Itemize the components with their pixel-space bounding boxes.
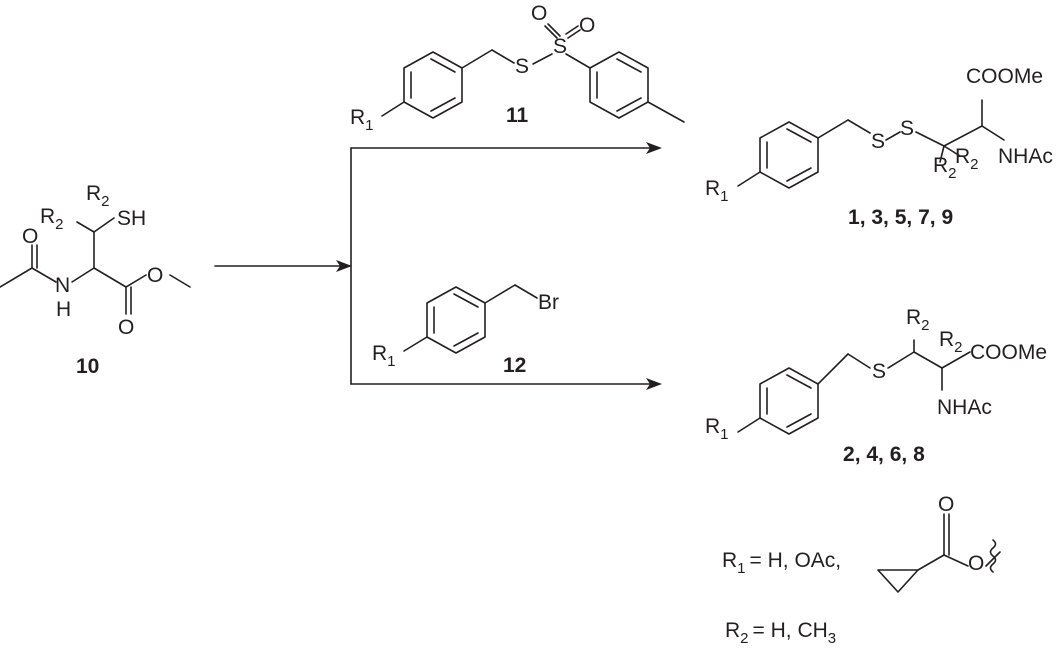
reagent-11-r1-label: R1 [350,106,374,134]
ester-carbonyl-oxygen-label: O [118,316,134,339]
disulfide-sulfur-2-label: S [900,117,914,140]
legend-ester-oxygen-label: O [968,552,984,575]
disulfide-compound-numbers: 1, 3, 5, 7, 9 [848,206,953,229]
thioether-sulfur-label: S [872,360,886,383]
carbonyl-oxygen-label: O [22,225,38,248]
reagent-11-number: 11 [506,104,529,127]
r2-top-label: R2 [86,182,110,210]
reagent-11-oxygen-right-label: O [579,14,595,37]
reagent-12-r1-label: R1 [372,342,396,370]
reagent-12-number: 12 [503,354,526,377]
ester-oxygen-label: O [147,264,163,287]
reagent-11-sulfonyl-sulfur-label: S [553,35,567,58]
compound-10-structure: O N H O O R2 R2 SH [0,182,191,339]
legend-r2-definition: R2= H, CH3 [725,619,836,647]
reaction-arrows [214,142,662,390]
r2-left-label: R2 [40,205,64,233]
disulfide-coome-label: COOMe [966,65,1043,88]
disulfide-r2-lower-label: R2 [933,154,957,182]
thioether-compound-numbers: 2, 4, 6, 8 [843,443,925,466]
disulfide-product-structure: R1 S S COOMe NHAc R2 R2 [705,65,1053,205]
substituent-legend: R1= H, OAc, O O R2= H, CH3 [722,493,1001,647]
thioether-r2-right-label: R2 [939,328,963,356]
amide-nitrogen-label: N [55,274,70,297]
disulfide-r1-label: R1 [705,177,729,205]
thioether-nhac-label: NHAc [937,396,992,419]
thioether-coome-label: COOMe [970,341,1047,364]
reagent-12-structure: R1 Br [372,284,559,370]
legend-r1-definition: R1= H, OAc, [722,549,841,577]
disulfide-r2-upper-label: R2 [955,145,979,173]
reagent-11-oxygen-left-label: O [531,2,547,25]
compound-10-number: 10 [76,355,99,378]
thioether-r2-left-label: R2 [906,306,930,334]
disulfide-sulfur-1-label: S [871,130,885,153]
reagent-11-structure: R1 S S O O [350,2,685,134]
reagent-11-sulfur-label: S [515,55,529,78]
thioether-r1-label: R1 [705,415,729,443]
legend-ester-carbonyl-oxygen-label: O [938,493,954,516]
amide-hydrogen-label: H [56,298,71,321]
cyclopropanecarbonyloxy-structure: O O [877,493,1001,593]
thioether-product-structure: R1 S COOMe NHAc R2 R2 [705,306,1047,443]
reagent-12-bromine-label: Br [538,291,559,314]
thiol-label: SH [117,207,146,230]
disulfide-nhac-label: NHAc [998,145,1053,168]
